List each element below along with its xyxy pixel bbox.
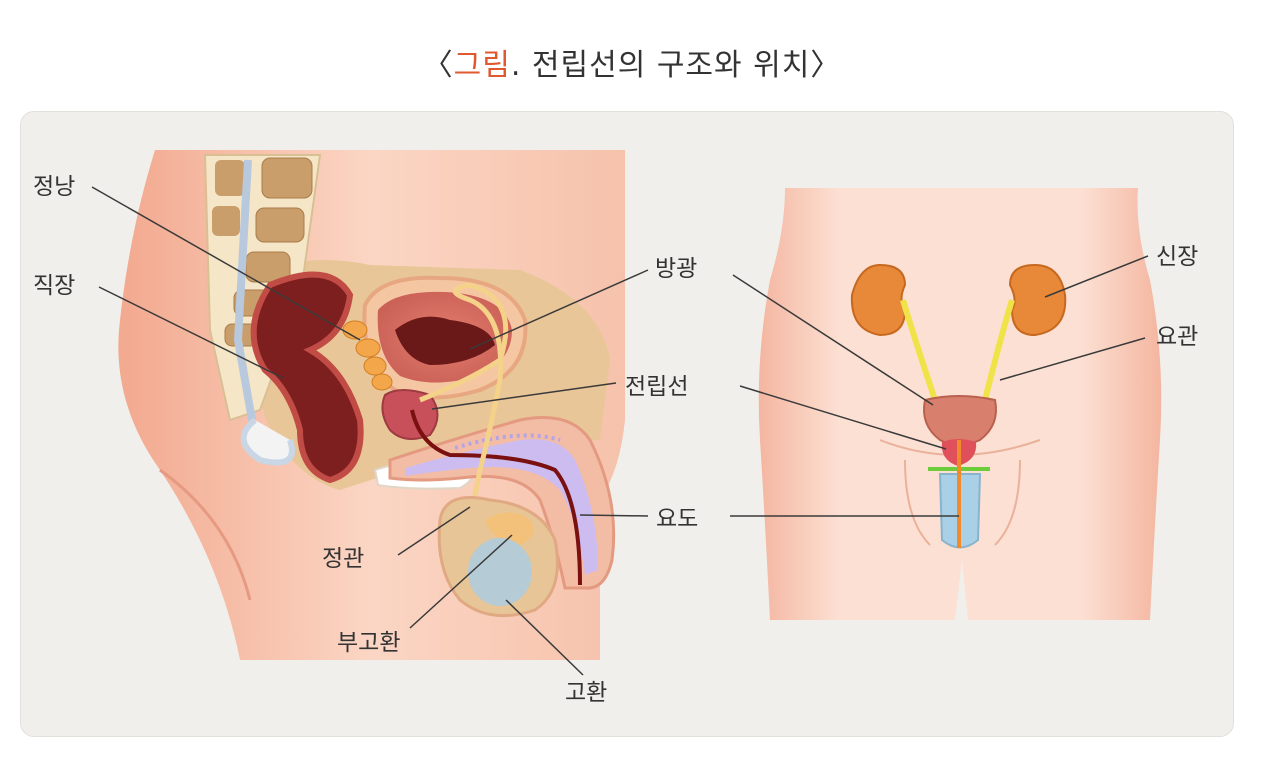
label-bladder: 방광 <box>655 256 697 282</box>
testis <box>468 538 532 606</box>
ureter-left <box>900 299 938 401</box>
label-rectum: 직장 <box>33 273 75 299</box>
title-close-bracket: 〉 <box>810 48 842 83</box>
urethra <box>410 409 582 586</box>
label-seminal-vesicle: 정낭 <box>33 174 75 200</box>
title-accent: 그림 <box>453 48 511 83</box>
vas-deferens <box>419 282 509 541</box>
title-text: . 전립선의 구조와 위치 <box>510 48 811 83</box>
figure-title: 〈그림. 전립선의 구조와 위치〉 <box>0 40 1264 84</box>
scrotum <box>437 496 559 618</box>
seminal-vesicle <box>342 320 393 391</box>
leader-lines <box>91 186 1149 676</box>
labels: 정낭 직장 방광 전립선 요도 정관 부고환 고환 신장 요관 <box>33 174 1198 706</box>
frontal-view <box>758 188 1162 620</box>
title-open-bracket: 〈 <box>422 48 454 83</box>
label-vas-deferens: 정관 <box>322 546 364 572</box>
label-ureter: 요관 <box>1156 324 1198 350</box>
label-kidney: 신장 <box>1156 244 1198 270</box>
kidney-right <box>1008 263 1067 337</box>
spine <box>203 154 322 466</box>
kidney-left <box>850 263 907 337</box>
label-epididymis: 부고환 <box>337 630 400 656</box>
label-urethra: 요도 <box>656 506 698 532</box>
ureter-right <box>982 299 1015 401</box>
label-prostate: 전립선 <box>625 374 688 400</box>
bladder-front <box>923 395 997 446</box>
label-testis: 고환 <box>565 680 607 706</box>
sagittal-view <box>118 150 625 660</box>
prostate <box>381 389 439 440</box>
